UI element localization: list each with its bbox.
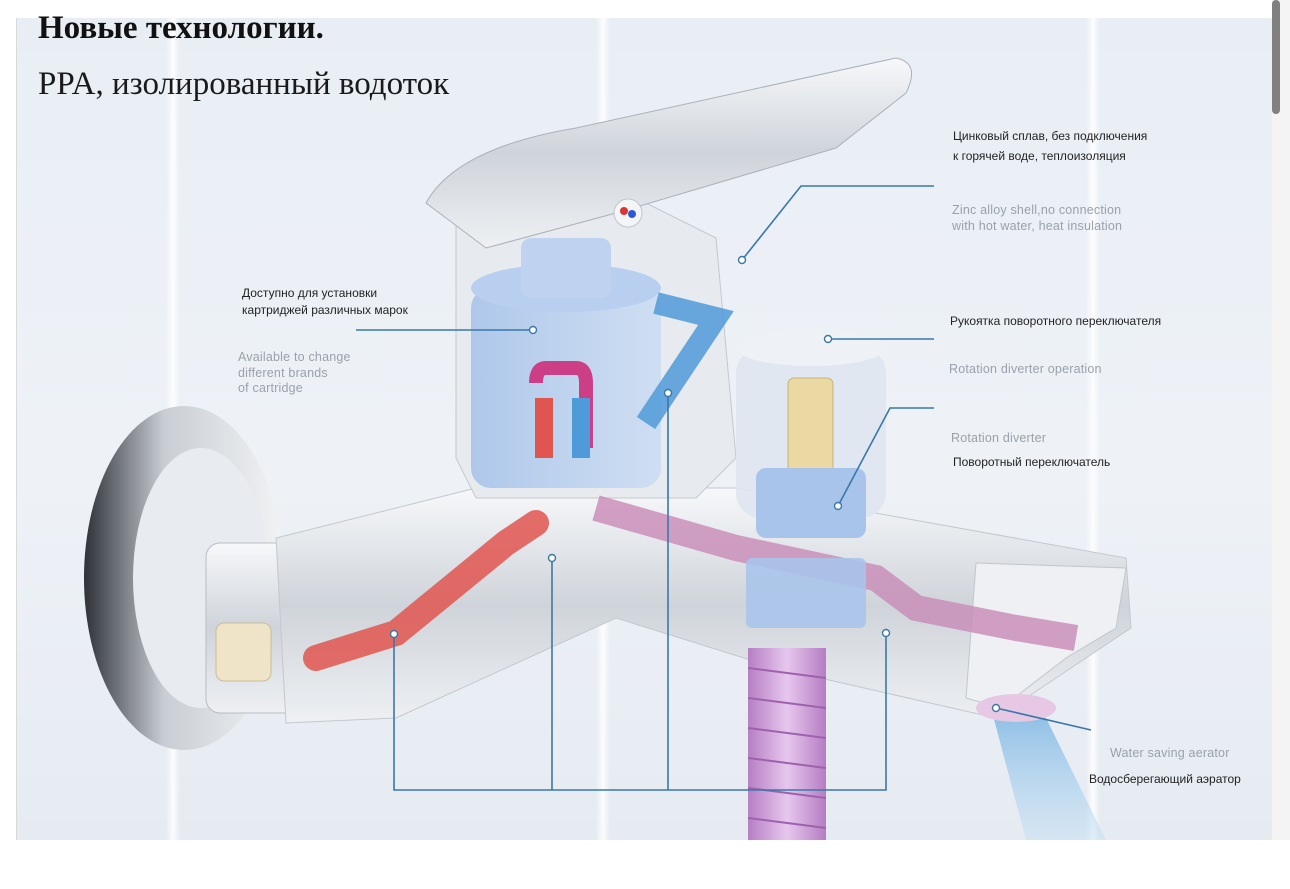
aerator-label-ru: Водосберегающий аэратор [1089, 772, 1241, 786]
hot-water-channel [303, 510, 549, 671]
aerator-water-stream [991, 708, 1106, 840]
cartridge-label-en-3: of cartridge [238, 381, 303, 395]
shell-label-ru-2: к горячей воде, теплоизоляция [953, 149, 1126, 163]
cartridge-label-ru-2: картриджей различных марок [242, 303, 408, 317]
shell-label-en-1: Zinc alloy shell,no connection [952, 203, 1122, 217]
cartridge-label-en-1: Available to change [238, 350, 351, 364]
page-title: Новые технологии. [38, 10, 324, 46]
handle-label-ru: Рукоятка поворотного переключателя [950, 314, 1162, 328]
shell-label-ru-1: Цинковый сплав, без подключения [953, 129, 1148, 143]
shower-hose [748, 648, 826, 840]
faucet-illustration [84, 57, 1132, 840]
aerator-label-en: Water saving aerator [1110, 746, 1230, 760]
shell-label-en-2: with hot water, heat insulation [952, 219, 1123, 233]
cartridge [471, 288, 661, 488]
cold-water-channel [636, 292, 734, 430]
faucet-diagram: Цинковый сплав, без подключения к горяче… [16, 18, 1274, 840]
vertical-scrollbar[interactable] [1272, 0, 1280, 114]
page-subtitle: PPA, изолированный водоток [38, 66, 450, 102]
cartridge-label-en-2: different brands [238, 366, 328, 380]
right-edge [1272, 0, 1290, 840]
lever-handle [425, 57, 913, 249]
mixed-water-channel [592, 495, 1079, 651]
cartridge-label-ru-1: Доступно для установки [242, 286, 378, 300]
leader-lines [356, 185, 1092, 791]
diverter-label-en: Rotation diverter [951, 431, 1047, 445]
handle-label-en: Rotation diverter operation [949, 362, 1102, 376]
diverter-label-ru: Поворотный переключатель [953, 455, 1111, 469]
left-border [16, 18, 17, 840]
